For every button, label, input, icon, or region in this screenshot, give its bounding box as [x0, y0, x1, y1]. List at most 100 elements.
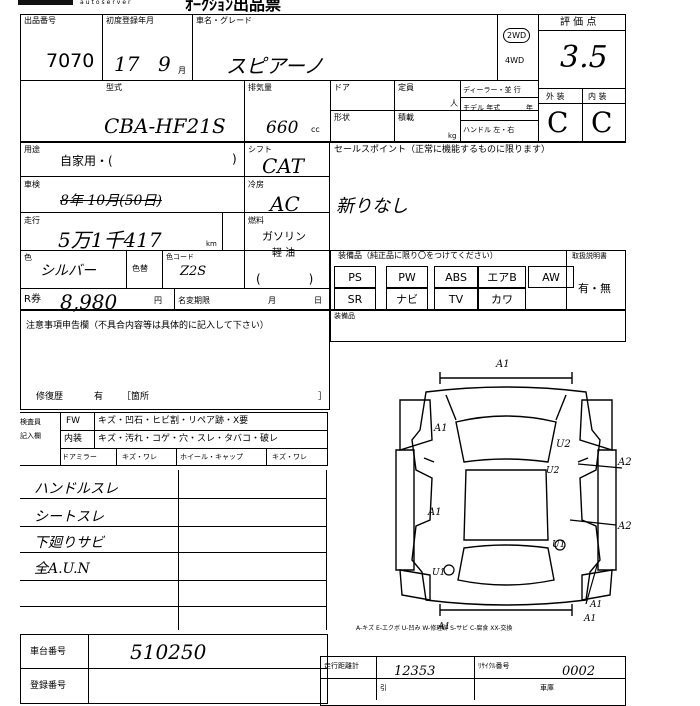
disp-unit: cc	[311, 125, 320, 134]
weight-label: 積載	[398, 113, 414, 122]
damage-mark-right-ref-2: A2	[618, 521, 632, 532]
disp-value: 660	[266, 118, 299, 138]
equipment-item: ナビ	[386, 288, 428, 310]
name-value: スピアーノ	[226, 54, 324, 78]
disp-label: 排気量	[248, 83, 272, 92]
details-section	[20, 142, 330, 310]
lot-label: 出品番号	[24, 16, 56, 25]
note-4: 全A.U.N	[34, 561, 90, 577]
mileage-label: 走行	[24, 216, 40, 225]
owner-manual-label: 取扱説明書	[572, 252, 607, 260]
note-3: 下廻りサビ	[34, 535, 104, 551]
fuel-bracket: ( )	[256, 272, 314, 286]
equipment-item: ABS	[434, 266, 478, 288]
form-title: ｵｰｸｼｮﾝ出品票	[185, 0, 282, 14]
meter-label: 走行距離計	[324, 662, 359, 670]
chassis-value: 510250	[130, 640, 207, 664]
model-year-unit: 年	[526, 104, 533, 112]
int-value: C	[591, 106, 613, 139]
capacity-unit: 人	[450, 99, 458, 108]
int-label: 内 装	[588, 92, 607, 101]
damage-mark-center: A1	[428, 507, 442, 518]
legend-row3-a: ドアミラー	[62, 453, 97, 461]
name-change-day: 日	[314, 296, 322, 305]
registration-label: 登録番号	[30, 681, 67, 691]
meter-value: 12353	[394, 664, 436, 679]
equipment-item: TV	[434, 288, 478, 310]
fuel-other: 軽 油	[272, 248, 296, 259]
shift-label: シフト	[248, 145, 272, 154]
legend-table	[20, 412, 328, 466]
equipment-item: PS	[334, 266, 376, 288]
color-code-label: 色コード	[166, 253, 194, 261]
ext-label: 外 装	[546, 92, 565, 101]
top-section	[20, 14, 626, 142]
color-label: 色	[24, 253, 32, 262]
equipment-item: エアB	[478, 266, 526, 288]
color-value: シルバー	[40, 263, 96, 279]
reg-label: 初度登録年月	[106, 16, 154, 25]
ext-value: C	[547, 106, 569, 139]
legend-row1-key: FW	[66, 416, 81, 426]
model-year-label: モデル 年式	[463, 104, 501, 112]
mileage-unit: km	[206, 240, 217, 248]
damage-mark-rear-right-2: A1	[590, 600, 603, 610]
damage-legend: A-キズ E-エクボ U-凹み W-修理跡 S-サビ C-腐食 XX-交換	[356, 625, 513, 632]
name-label: 車名・グレード	[196, 16, 252, 25]
door-label: ドア	[334, 83, 350, 92]
legend-row3-b: キズ・ワレ	[122, 453, 157, 461]
capacity-label: 定員	[398, 83, 414, 92]
repair-value: 有	[94, 392, 104, 402]
name-change-month: 月	[268, 296, 276, 305]
notes-section	[20, 310, 330, 410]
weight-unit: kg	[448, 132, 457, 140]
drive-2wd: 2WD	[503, 28, 531, 43]
name-change-label: 名変期限	[178, 296, 210, 305]
chassis-label: 車台番号	[30, 647, 67, 657]
damage-mark-left-front: A1	[434, 423, 448, 434]
color-code-value: Z2S	[180, 264, 207, 279]
reg-year: 17	[114, 52, 140, 76]
recycle-label: R券	[24, 294, 41, 305]
note-1: ハンドルスレ	[34, 481, 118, 497]
damage-mark-rear-left: A1	[438, 622, 451, 632]
legend-row3-c: ホイール・キャップ	[180, 453, 243, 461]
recycle-number-label: ﾘｻｲｸﾙ番号	[478, 662, 510, 670]
equipment-item: SR	[334, 288, 376, 310]
legend-row3-d: キズ・ワレ	[272, 453, 307, 461]
sales-value: 新りなし	[336, 196, 408, 217]
other-equipment-label: 装備品	[334, 312, 355, 320]
inspection-value: 8年 10月(50日)	[60, 193, 162, 209]
legend-row2-text: キズ・汚れ・コゲ・穴・スレ・タバコ・破レ	[98, 434, 279, 444]
legend-left-top: 検査員	[20, 418, 41, 426]
sales-label: セールスポイント（正常に機能するものに限ります）	[334, 145, 551, 155]
equipment-label: 装備品（純正品に限り〇をつけてください）	[338, 251, 498, 260]
equipment-item: PW	[386, 266, 428, 288]
inspection-label: 車検	[24, 180, 40, 189]
damage-mark-right-rear: U1	[552, 540, 566, 550]
legend-row1-text: キズ・凹石・ヒビ割・リペア跡・X要	[98, 416, 249, 426]
recycle-unit: 円	[154, 296, 162, 305]
dealer-label: ディーラー・並 行	[463, 86, 521, 94]
score-label: 評 価 点	[560, 17, 597, 28]
drive-4wd: 4WD	[505, 56, 525, 65]
ac-label: 冷房	[248, 180, 264, 189]
damage-mark-left-rear: U1	[432, 568, 446, 578]
repair-close: ］	[318, 392, 328, 402]
fuel-label: 燃料	[248, 216, 264, 225]
shift-value: CAT	[262, 154, 304, 178]
score-value: 3.5	[560, 40, 608, 75]
shape-label: 形状	[334, 113, 350, 122]
notes-label: 注意事項申告欄（不具合内容等は具体的に記入して下さい）	[26, 321, 269, 331]
repair-label: 修復歴	[36, 392, 64, 402]
usage-close: )	[232, 152, 237, 166]
repaint-label: 色替	[132, 264, 148, 273]
equipment-item: カワ	[478, 288, 526, 310]
model-value: CBA-HF21S	[104, 114, 226, 138]
fuel-value: ガソリン	[262, 230, 306, 243]
reg-month: 9	[158, 52, 171, 76]
mileage-value: 5万1千417	[58, 228, 162, 252]
damage-mark-right-mid: U2	[546, 466, 560, 476]
repair-place: ［箇所	[122, 392, 150, 402]
handle-label: ハンドル 左・右	[463, 126, 515, 134]
